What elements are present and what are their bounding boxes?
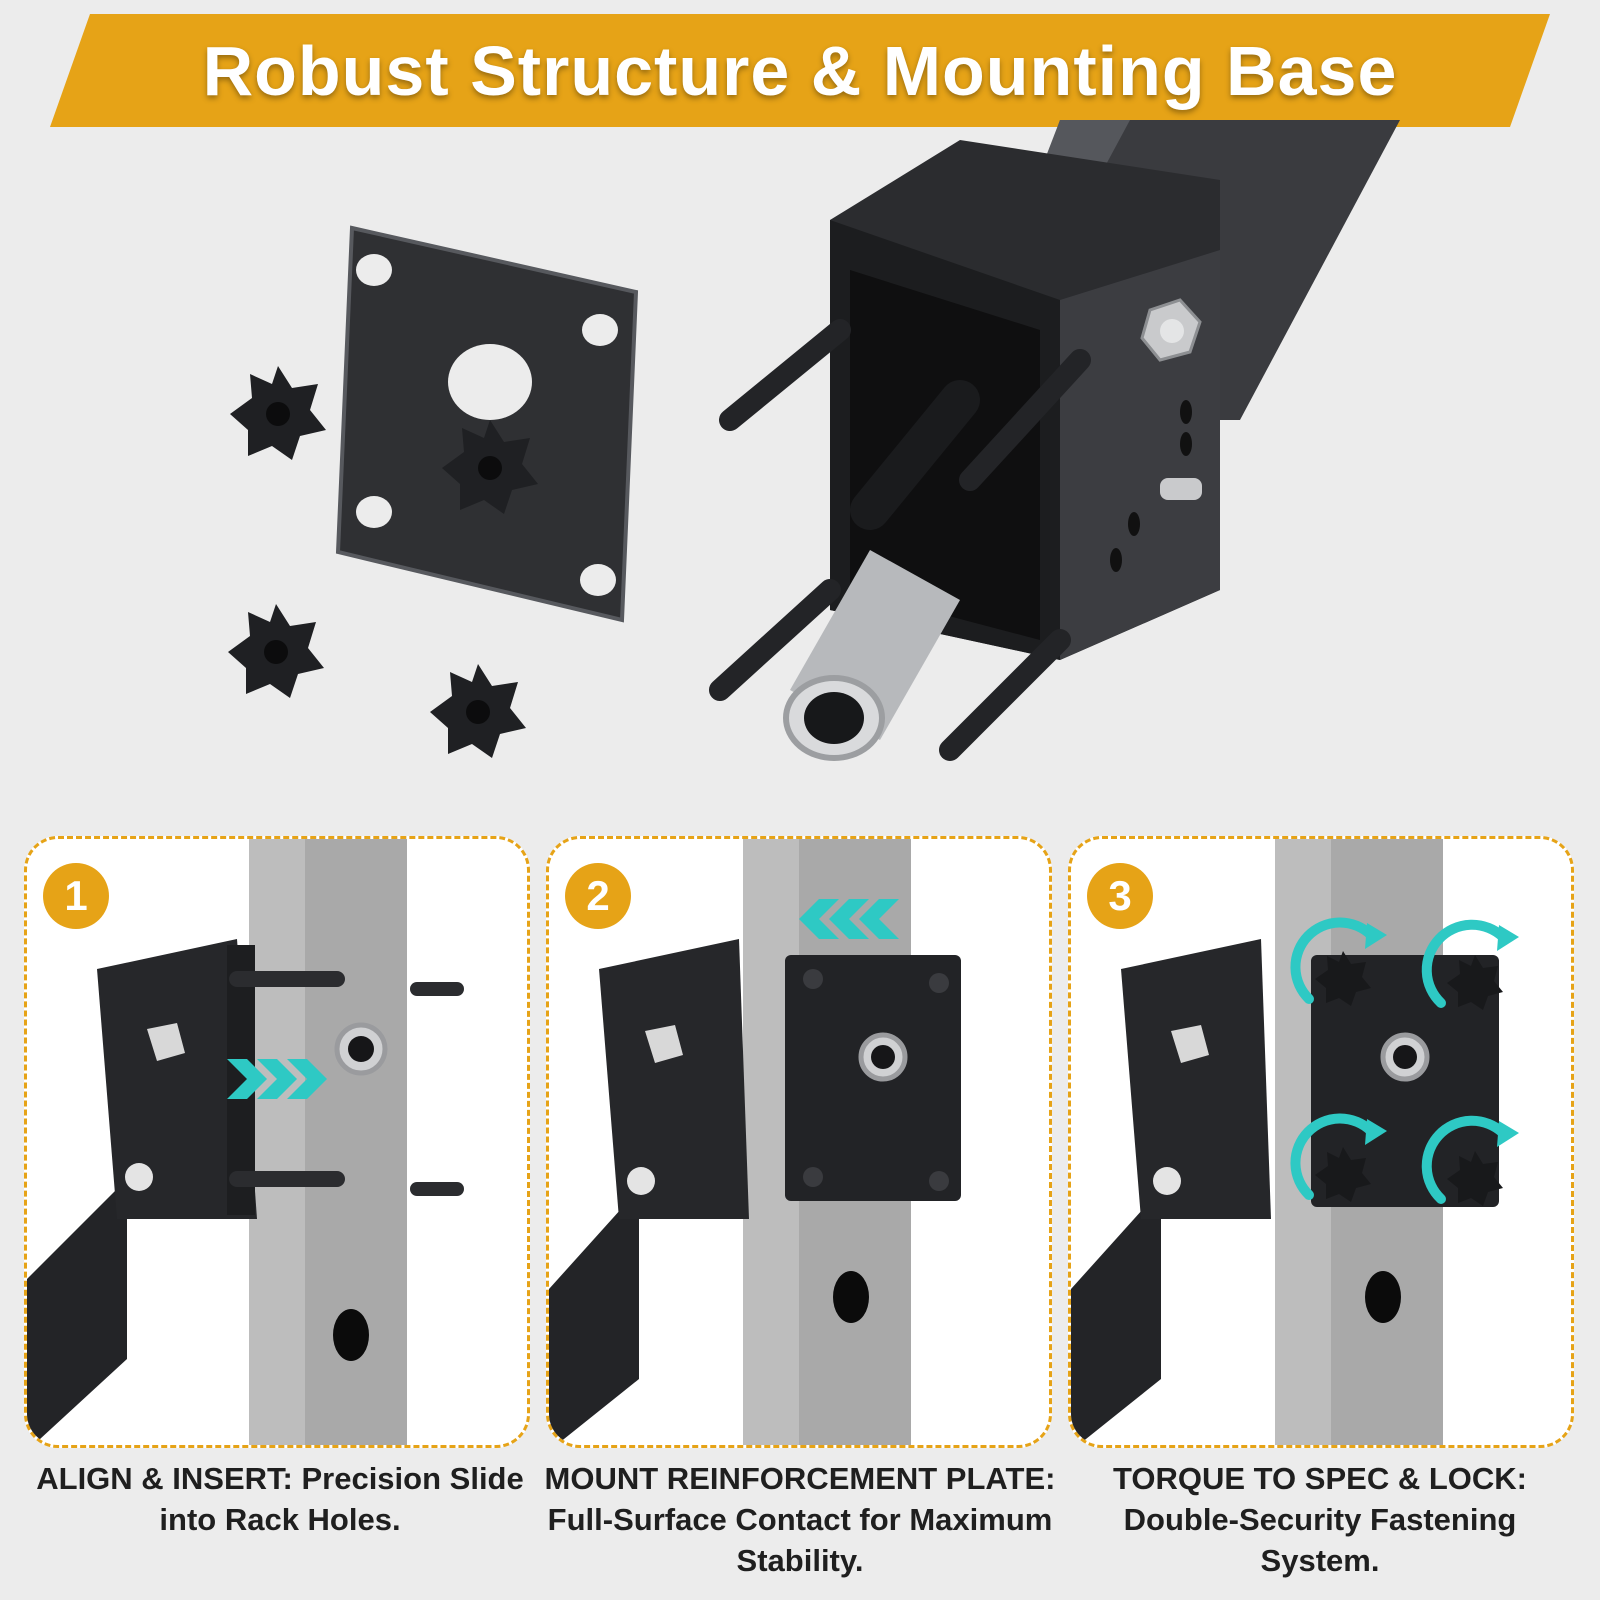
step-panel-3: 3 [1068, 836, 1574, 1448]
double-chevron-arrow-icon [799, 899, 899, 939]
rack-hole [833, 1271, 869, 1323]
rack-hole [1365, 1271, 1401, 1323]
hex-bolt [147, 1023, 185, 1061]
step-1-illustration [27, 839, 464, 1445]
hex-bolt [1171, 1025, 1209, 1063]
step-number-badge: 3 [1087, 863, 1153, 929]
step-number-badge: 1 [43, 863, 109, 929]
step-2-caption: MOUNT REINFORCEMENT PLATE: Full-Surface … [544, 1461, 1056, 1578]
rotate-arrow-icon [1365, 923, 1519, 1147]
support-beam [27, 1179, 127, 1445]
star-knob-icon [442, 420, 538, 514]
tube-bracket [709, 140, 1220, 761]
lock-pin [627, 1167, 655, 1195]
mounting-plate [335, 225, 639, 623]
star-knob-icon [1315, 951, 1371, 1006]
lock-pin [1153, 1167, 1181, 1195]
rack-hole [333, 1309, 369, 1361]
rotate-arrow-icon [1290, 917, 1508, 1204]
bracket-side-plate [97, 939, 257, 1219]
step-panel-2: 2 [546, 836, 1052, 1448]
step-3-illustration [1071, 839, 1519, 1445]
hero-product-illustration [228, 120, 1400, 761]
step-2-illustration [549, 839, 961, 1445]
double-chevron-arrow-icon [227, 1059, 327, 1099]
star-knob-icon [1447, 955, 1503, 1010]
star-knob-icon [1315, 1147, 1371, 1202]
bracket-side-plate [1121, 939, 1271, 1219]
star-knob-icon [230, 366, 326, 460]
step-3-caption: TORQUE TO SPEC & LOCK: Double-Security F… [1113, 1461, 1527, 1578]
step-1-caption: ALIGN & INSERT: Precision Slide into Rac… [36, 1461, 524, 1537]
step-number-badge: 2 [565, 863, 631, 929]
bracket-side-plate [599, 939, 749, 1219]
support-beam [549, 1189, 639, 1445]
star-knob-icon [1447, 1151, 1503, 1206]
banner-title: Robust Structure & Mounting Base [202, 31, 1398, 110]
banner-shape [50, 14, 1550, 127]
hex-bolt [645, 1025, 683, 1063]
support-beam [1071, 1189, 1161, 1445]
star-knob-icon [228, 604, 324, 698]
title-banner: Robust Structure & Mounting Base [50, 14, 1550, 127]
lock-pin [125, 1163, 153, 1191]
step-panel-1: 1 [24, 836, 530, 1448]
star-knob-icon [430, 664, 526, 758]
